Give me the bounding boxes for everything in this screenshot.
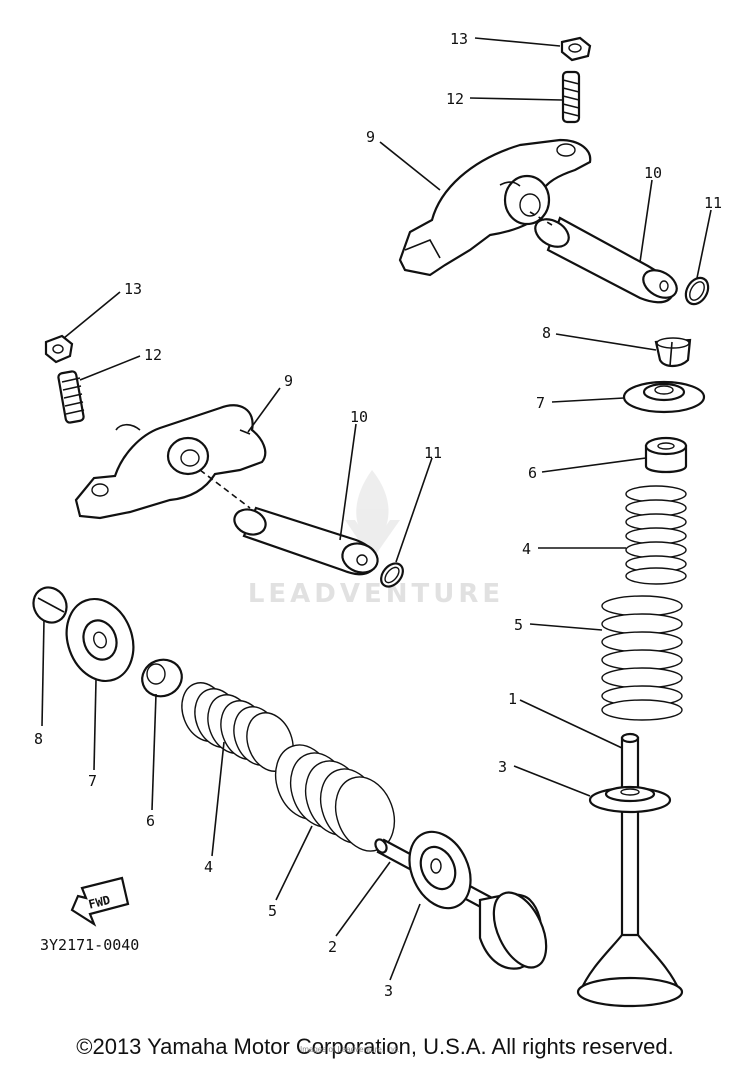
lower-valve-stack: 8 7 6 4 5 2 3 — [32, 586, 548, 1000]
left-rocker-assembly: 13 12 9 10 11 — [44, 280, 442, 588]
callout-right-6: 6 — [528, 464, 537, 482]
callout-upper-13: 13 — [450, 30, 468, 48]
callout-right-8: 8 — [542, 324, 551, 342]
stem-seal-right — [644, 436, 688, 474]
callout-right-5: 5 — [514, 616, 523, 634]
inner-spring-right — [625, 485, 687, 585]
right-valve-stack: 8 7 6 4 5 1 3 — [498, 324, 706, 1008]
rocker-nut-left — [44, 334, 74, 364]
callout-upper-9: 9 — [366, 128, 375, 146]
rocker-arm-upper — [398, 138, 592, 277]
callout-right-1: 1 — [508, 690, 517, 708]
stem-seal-lower — [141, 658, 183, 698]
valve-cotter-right — [654, 337, 692, 368]
callout-right-4: 4 — [522, 540, 531, 558]
callout-lower-2: 2 — [328, 938, 337, 956]
callout-upper-12: 12 — [446, 90, 464, 108]
part-code: 3Y2171-0040 — [40, 936, 139, 954]
callout-right-7: 7 — [536, 394, 545, 412]
callout-left-13: 13 — [124, 280, 142, 298]
o-ring-left — [380, 562, 404, 588]
rocker-shaft-left — [199, 469, 379, 576]
valve-seat-washer-lower — [408, 830, 472, 910]
callout-upper-10: 10 — [644, 164, 662, 182]
callout-lower-8: 8 — [34, 730, 43, 748]
callout-lower-5: 5 — [268, 902, 277, 920]
callout-left-9: 9 — [284, 372, 293, 390]
adjusting-screw-left — [57, 370, 85, 424]
outer-spring-right — [601, 595, 683, 721]
image-credit-note: Images of Leadventure, Inc. — [300, 1045, 400, 1054]
outer-spring-lower — [274, 744, 396, 852]
watermark-text: LEADVENTURE — [248, 579, 504, 609]
flame-logo-icon — [345, 470, 400, 560]
o-ring-upper — [684, 276, 710, 306]
upper-rocker-assembly: 13 12 9 10 11 — [366, 30, 722, 306]
spring-retainer-lower — [65, 597, 135, 683]
callout-left-12: 12 — [144, 346, 162, 364]
valve-right — [576, 732, 684, 1008]
callout-right-3: 3 — [498, 758, 507, 776]
fwd-arrow-icon: FWD — [70, 876, 130, 927]
fwd-label: FWD — [87, 893, 111, 912]
inner-spring-lower — [181, 682, 294, 772]
callout-lower-4: 4 — [204, 858, 213, 876]
callout-lower-7: 7 — [88, 772, 97, 790]
callout-upper-11: 11 — [704, 194, 722, 212]
adjusting-screw-upper — [561, 70, 581, 124]
callout-left-10: 10 — [350, 408, 368, 426]
watermark: LEADVENTURE — [248, 470, 504, 609]
copyright-notice: ©2013 Yamaha Motor Corporation, U.S.A. A… — [76, 1034, 674, 1059]
rocker-nut-upper — [560, 36, 592, 62]
rocker-arm-left — [74, 404, 267, 520]
callout-lower-6: 6 — [146, 812, 155, 830]
callout-left-11: 11 — [424, 444, 442, 462]
spring-retainer-right — [622, 380, 706, 414]
valve-cotter-lower — [32, 586, 68, 624]
rocker-shaft-upper — [529, 211, 678, 304]
callout-lower-3: 3 — [384, 982, 393, 1000]
valve-seat-washer-right — [588, 785, 672, 814]
